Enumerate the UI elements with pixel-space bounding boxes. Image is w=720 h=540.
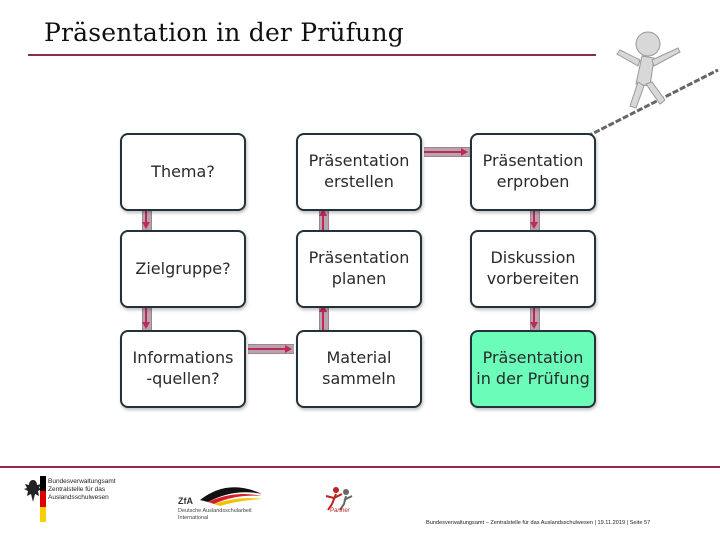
arrow-zielgruppe-informationsquellen xyxy=(145,306,147,323)
zfa-swoosh-logo xyxy=(200,487,262,506)
arrow-informationsquellen-material xyxy=(248,348,286,350)
box-label: Zielgruppe? xyxy=(135,258,231,278)
arrowhead-informationsquellen-material xyxy=(285,345,292,353)
arrow-material-planen xyxy=(322,312,324,330)
box-praesentation-in-der-pruefung: Präsentation in der Prüfung xyxy=(470,330,596,408)
federal-eagle-icon xyxy=(24,480,42,502)
box-label: Diskussion vorbereiten xyxy=(486,248,580,288)
tightrope-walker-illustration xyxy=(579,31,719,142)
arrow-planen-erstellen xyxy=(322,216,324,230)
title-underline xyxy=(28,54,596,56)
partner-school-logo xyxy=(325,487,353,511)
box-diskussion-vorbereiten: Diskussion vorbereiten xyxy=(470,230,596,308)
arrow-erstellen-erproben xyxy=(424,151,462,153)
box-informationsquellen: Informations -quellen? xyxy=(120,330,246,408)
slide-title: Präsentation in der Prüfung xyxy=(44,18,404,47)
box-label: Thema? xyxy=(151,161,215,181)
arrow-erproben-diskussion xyxy=(533,210,535,224)
box-label: Präsentation in der Prüfung xyxy=(476,348,590,388)
box-praesentation-erproben: Präsentation erproben xyxy=(470,133,596,211)
connector-erproben-diskussion xyxy=(530,210,540,230)
box-label: Präsentation erstellen xyxy=(308,151,410,191)
box-praesentation-erstellen: Präsentation erstellen xyxy=(296,133,422,211)
box-label: Präsentation planen xyxy=(308,248,410,288)
box-label: Material sammeln xyxy=(322,348,396,388)
tightrope-line xyxy=(579,68,719,142)
arrowhead-thema-zielgruppe xyxy=(142,222,150,229)
arrowhead-erstellen-erproben xyxy=(461,148,468,156)
footer-rule xyxy=(0,466,720,468)
box-praesentation-planen: Präsentation planen xyxy=(296,230,422,308)
connector-thema-zielgruppe xyxy=(142,210,152,230)
zfa-mark: ZfA xyxy=(178,496,193,506)
box-zielgruppe: Zielgruppe? xyxy=(120,230,246,308)
federal-flag-stripes-icon xyxy=(40,476,46,522)
connector-zielgruppe-informationsquellen xyxy=(142,306,152,330)
footer-info-line: Bundesverwaltungsamt – Zentralstelle für… xyxy=(426,520,651,526)
bva-logo-text: Bundesverwaltungsamt Zentralstelle für d… xyxy=(48,478,116,501)
arrowhead-planen-erstellen xyxy=(319,209,327,216)
box-label: Präsentation erproben xyxy=(482,151,584,191)
arrowhead-material-planen xyxy=(319,305,327,312)
partner-logo-text: Partner xyxy=(330,508,350,514)
arrowhead-diskussion-pruefung xyxy=(530,322,538,329)
connector-material-planen xyxy=(319,306,329,330)
box-material-sammeln: Material sammeln xyxy=(296,330,422,408)
arrowhead-erproben-diskussion xyxy=(530,222,538,229)
zfa-logo-text: Deutsche Auslandsschularbeit Internation… xyxy=(178,508,252,521)
arrow-thema-zielgruppe xyxy=(145,210,147,224)
connector-diskussion-pruefung xyxy=(530,306,540,330)
stick-figure xyxy=(616,31,681,109)
box-label: Informations -quellen? xyxy=(132,348,234,388)
arrow-diskussion-pruefung xyxy=(533,306,535,323)
connector-planen-erstellen xyxy=(319,210,329,230)
box-thema: Thema? xyxy=(120,133,246,211)
arrowhead-zielgruppe-informationsquellen xyxy=(142,322,150,329)
